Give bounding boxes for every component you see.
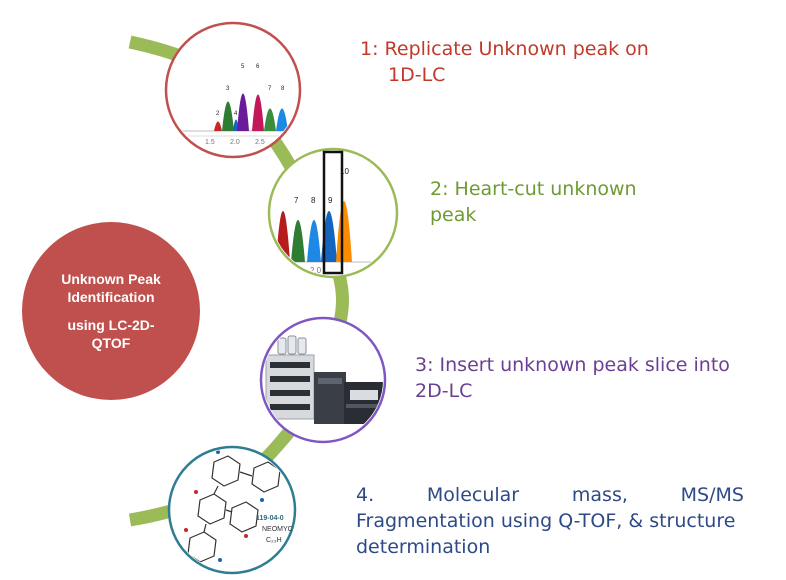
center-title-line: QTOF [91,335,131,351]
step2-label: 2: Heart-cut unknown peak [430,176,710,228]
step4-word: Molecular [426,484,520,506]
peak-label: 7 [294,196,299,205]
step4-word: 4. [356,484,375,506]
step1-circle: 2 3 4 5 6 7 8 1.5 2.0 2.5 [164,21,302,159]
peak-label: 10 [340,167,349,176]
compound-formula: C₂₃H [266,537,282,544]
step3-label: 3: Insert unknown peak slice into 2D-LC [415,352,755,404]
step4-word: MS/MS [680,484,744,506]
step1-line1: 1: Replicate Unknown peak on [360,38,649,60]
step1-line2: 1D-LC [388,64,446,86]
peak-label: 7 [268,86,272,92]
center-title-line: Unknown Peak [61,271,161,287]
step3-line2: 2D-LC [415,380,473,402]
center-title-circle: Unknown Peak Identification using LC-2D-… [22,222,200,400]
step4-circle: 119-04-0 NEOMYC C₂₃H [167,445,297,575]
step2-circle: 7 8 9 10 2.0 [267,147,399,279]
step4-word: mass, [571,484,628,506]
cas-number: 119-04-0 [256,515,284,522]
peak-label: 8 [311,196,316,205]
axis-tick: 2.0 [230,139,240,146]
step2-line1: 2: Heart-cut unknown [430,178,637,200]
step4-line3: determination [356,536,491,558]
peak-label: 3 [226,86,230,92]
compound-name: NEOMYC [262,526,293,533]
step3-circle [259,316,387,444]
peak-label: 4 [234,111,238,117]
center-title-line: using LC-2D- [67,317,155,333]
peak-label: 9 [328,196,333,205]
peak-label: 2 [216,111,220,117]
axis-tick: 1.5 [205,139,215,146]
peak-label: 5 [241,64,245,70]
step4-label: 4. Molecular mass, MS/MS Fragmentation u… [356,482,744,560]
heart-cut-box [322,150,344,275]
axis-tick: 2.5 [255,139,265,146]
peak-label: 8 [281,86,285,92]
step4-line2: Fragmentation using Q-TOF, & structure [356,510,736,532]
center-title-line: Identification [67,289,155,305]
step2-line2: peak [430,204,477,226]
peak-label: 6 [256,64,260,70]
step1-label: 1: Replicate Unknown peak on 1D-LC [360,36,720,88]
step3-line1: 3: Insert unknown peak slice into [415,354,730,376]
axis-tick: 2.0 [310,266,322,275]
